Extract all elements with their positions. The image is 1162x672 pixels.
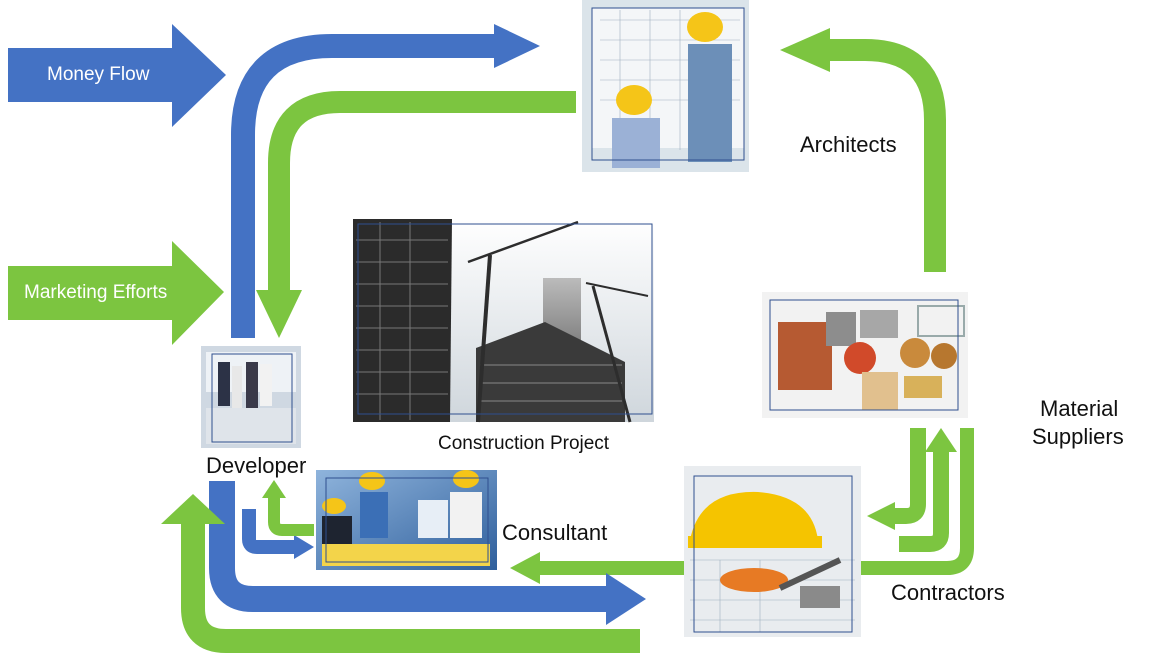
construction-project-photo <box>353 219 654 422</box>
marketing-arrow-consultant-to-developer <box>262 480 314 530</box>
architects-photo <box>582 0 749 172</box>
marketing-arrow-suppliers-to-contractors <box>867 428 918 530</box>
contractors-photo <box>684 466 861 637</box>
architects-label: Architects <box>800 132 897 158</box>
developer-photo <box>201 346 301 448</box>
marketing-efforts-label: Marketing Efforts <box>24 282 167 304</box>
consultant-photo <box>316 470 497 570</box>
contractors-label: Contractors <box>891 580 1005 606</box>
money-flow-label: Money Flow <box>47 64 149 86</box>
developer-label: Developer <box>206 453 306 479</box>
material-suppliers-photo <box>762 292 968 418</box>
material-suppliers-label-line2: Suppliers <box>1032 424 1124 450</box>
marketing-arrow-contractors-to-suppliers <box>899 428 957 544</box>
consultant-label: Consultant <box>502 520 607 546</box>
construction-project-label: Construction Project <box>438 433 609 455</box>
material-suppliers-label-line1: Material <box>1040 396 1118 422</box>
